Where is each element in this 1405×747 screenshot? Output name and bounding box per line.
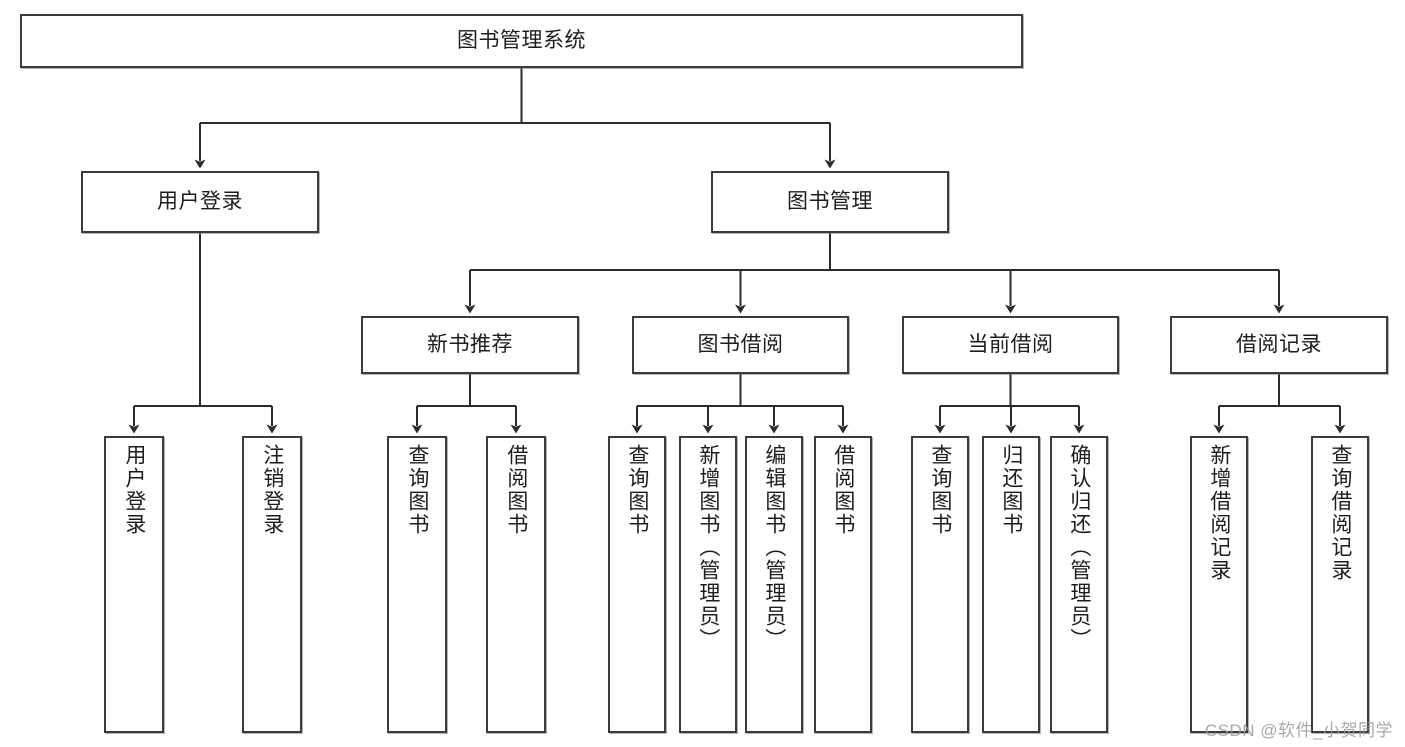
node-leaf-borrow-book-1-label: 借阅图书 <box>504 444 528 536</box>
node-leaf-add-book[interactable]: 新增图书（管理员） <box>679 436 737 733</box>
node-leaf-query-book-2[interactable]: 查询图书 <box>608 436 666 733</box>
node-borrow-record-label: 借阅记录 <box>1236 332 1322 356</box>
node-new-book-rec[interactable]: 新书推荐 <box>361 316 579 374</box>
node-book-borrow-label: 图书借阅 <box>697 332 784 356</box>
node-leaf-user-login[interactable]: 用户登录 <box>104 436 164 733</box>
node-leaf-edit-book[interactable]: 编辑图书（管理员） <box>745 436 803 733</box>
node-book-manage[interactable]: 图书管理 <box>711 171 949 233</box>
node-current-borrow-label: 当前借阅 <box>967 332 1054 356</box>
node-leaf-query-book-2-label: 查询图书 <box>625 444 649 536</box>
node-current-borrow[interactable]: 当前借阅 <box>902 316 1119 374</box>
node-book-borrow[interactable]: 图书借阅 <box>632 316 849 374</box>
node-leaf-return-book-label: 归还图书 <box>999 444 1023 536</box>
node-leaf-return-book[interactable]: 归还图书 <box>982 436 1040 733</box>
node-leaf-query-book-3-label: 查询图书 <box>928 444 952 536</box>
node-leaf-user-login-label: 用户登录 <box>122 444 146 536</box>
node-leaf-logout[interactable]: 注销登录 <box>242 436 302 733</box>
node-leaf-query-record[interactable]: 查询借阅记录 <box>1311 436 1369 733</box>
node-borrow-record[interactable]: 借阅记录 <box>1170 316 1388 374</box>
node-leaf-borrow-book-2-label: 借阅图书 <box>831 444 855 536</box>
node-leaf-query-record-label: 查询借阅记录 <box>1328 444 1352 582</box>
node-new-book-rec-label: 新书推荐 <box>427 332 513 356</box>
node-leaf-add-record[interactable]: 新增借阅记录 <box>1190 436 1248 733</box>
node-user-login[interactable]: 用户登录 <box>81 171 319 233</box>
node-leaf-logout-label: 注销登录 <box>260 444 284 536</box>
node-leaf-add-record-label: 新增借阅记录 <box>1207 444 1231 582</box>
node-leaf-query-book-1[interactable]: 查询图书 <box>387 436 447 733</box>
node-root-label: 图书管理系统 <box>457 28 586 52</box>
node-leaf-query-book-1-label: 查询图书 <box>405 444 429 536</box>
node-user-login-label: 用户登录 <box>157 189 243 213</box>
node-book-manage-label: 图书管理 <box>787 189 873 213</box>
node-root[interactable]: 图书管理系统 <box>20 14 1023 68</box>
node-leaf-add-book-label: 新增图书（管理员） <box>696 444 720 651</box>
node-leaf-query-book-3[interactable]: 查询图书 <box>911 436 969 733</box>
node-leaf-borrow-book-1[interactable]: 借阅图书 <box>486 436 546 733</box>
watermark-text: CSDN @软件_小贺同学 <box>1204 721 1393 740</box>
node-leaf-confirm-return[interactable]: 确认归还（管理员） <box>1050 436 1108 733</box>
node-leaf-borrow-book-2[interactable]: 借阅图书 <box>814 436 872 733</box>
node-leaf-confirm-return-label: 确认归还（管理员） <box>1067 444 1091 651</box>
node-leaf-edit-book-label: 编辑图书（管理员） <box>762 444 786 651</box>
